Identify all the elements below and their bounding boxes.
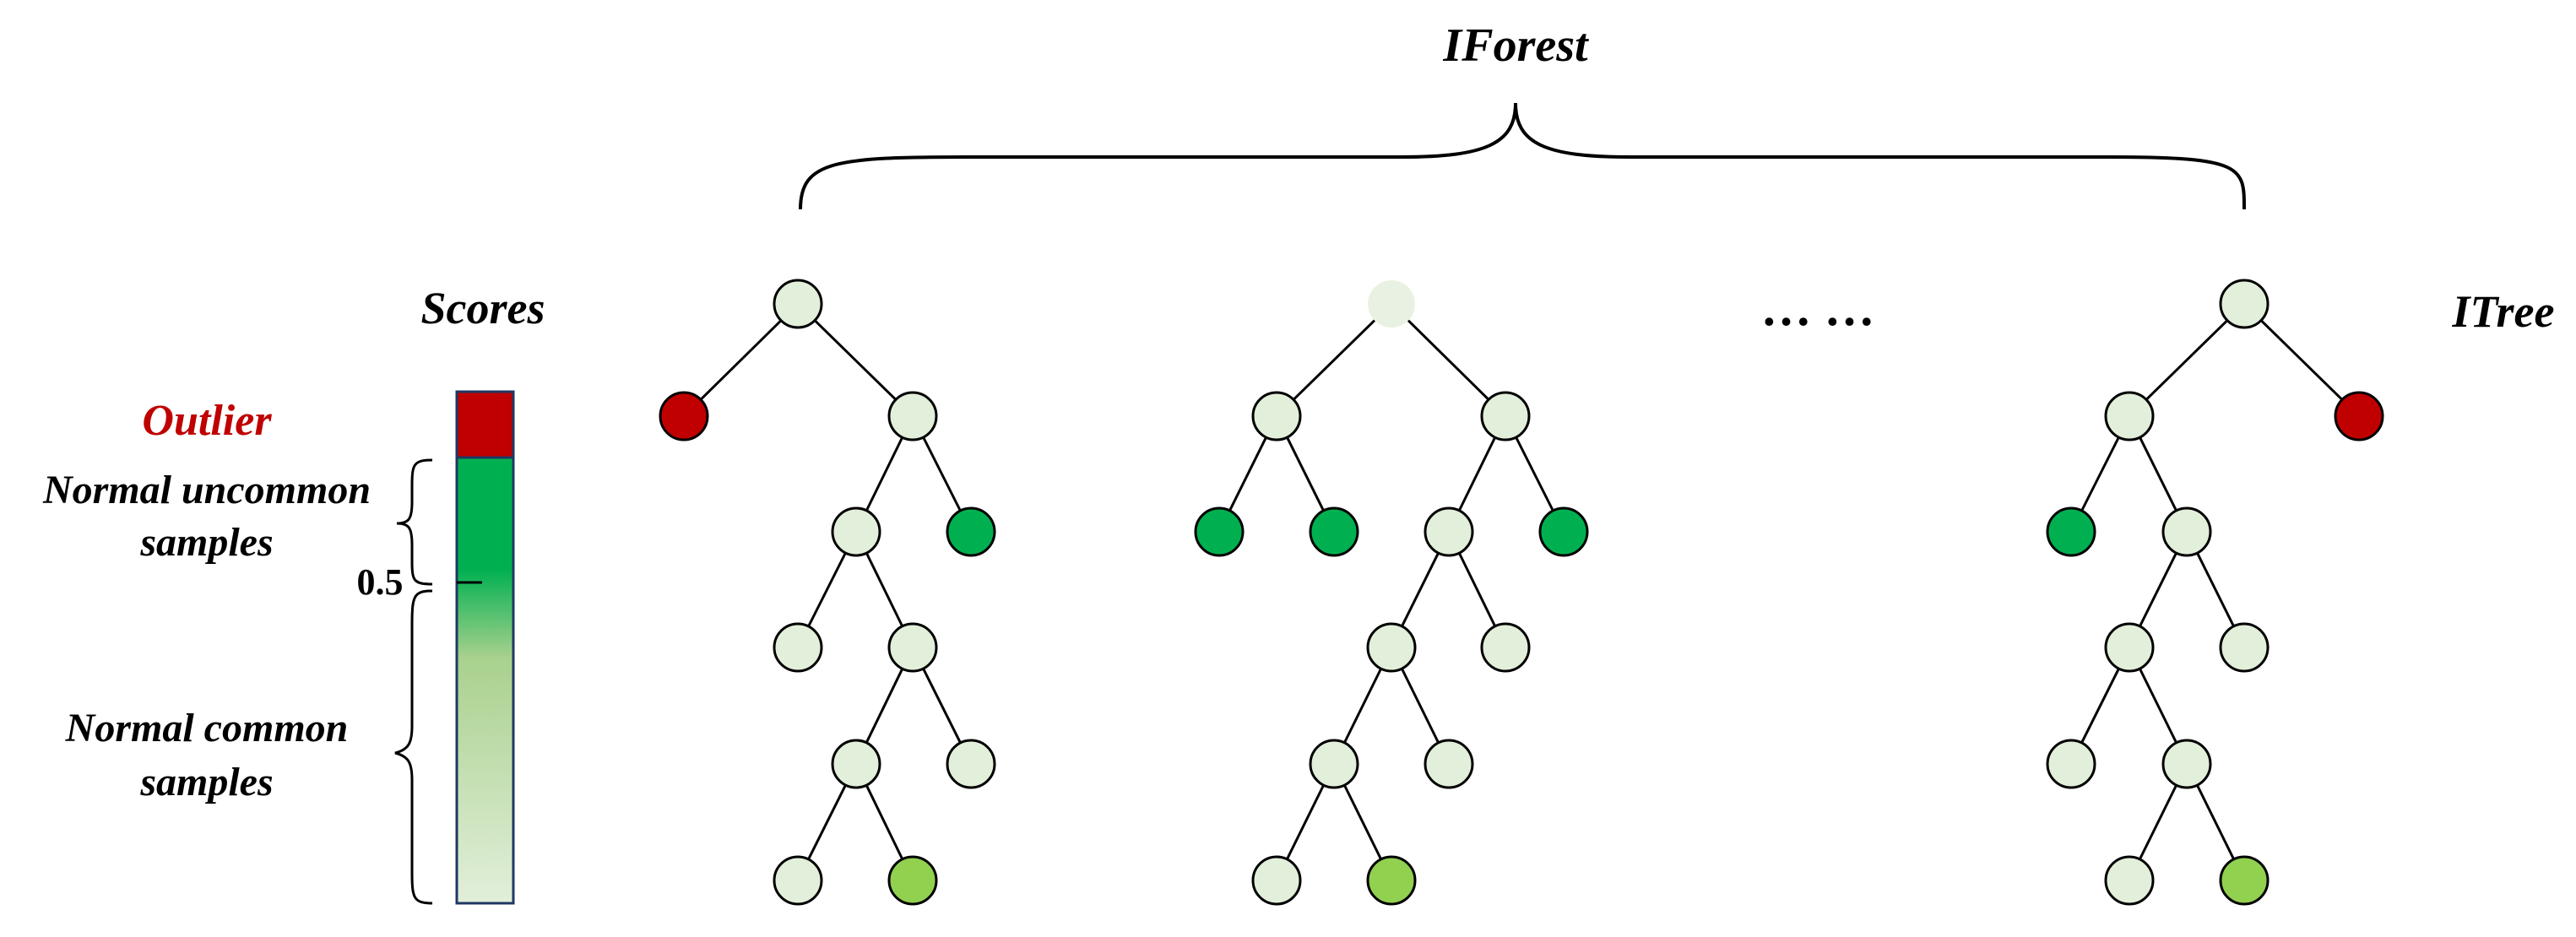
tree-edge: [922, 668, 962, 744]
tree-edge: [1343, 668, 1382, 744]
tree-3: [2046, 279, 2384, 906]
tree-node-normal: [946, 739, 996, 789]
tree-edge: [2139, 436, 2177, 512]
tree-node-normal: [2219, 279, 2270, 329]
tree-edge: [1457, 552, 1497, 627]
tree-edge: [2139, 784, 2177, 860]
tree-node-outlier: [2334, 391, 2384, 441]
tree-edge: [2139, 552, 2177, 627]
tree-edge: [1292, 319, 1376, 401]
tree-edge: [1401, 668, 1440, 744]
tree-node-normal: [1309, 739, 1359, 789]
outlier-label: Outlier: [142, 397, 272, 445]
tree-edge: [1407, 319, 1490, 401]
tree-edge: [813, 319, 898, 401]
tree-edge: [807, 552, 847, 627]
tree-node-normal: [2104, 855, 2155, 906]
score-gradient-bar: [455, 456, 515, 905]
tree-node-mild: [1366, 855, 1417, 906]
threshold-label: 0.5: [357, 561, 404, 603]
tree-edge: [865, 436, 904, 512]
tree-node-anomalous: [1309, 506, 1359, 557]
uncommon-label-line1: Normal uncommon: [42, 468, 371, 512]
tree-node-normal: [1424, 739, 1474, 789]
tree-edge: [1343, 784, 1382, 860]
scores-label: Scores: [421, 283, 545, 333]
tree-node-normal: [2046, 739, 2096, 789]
tree-node-anomalous: [1194, 506, 1245, 557]
tree-1: [659, 279, 996, 906]
tree-node-normal: [831, 739, 881, 789]
tree-node-normal: [1251, 391, 1302, 441]
tree-edge: [1401, 552, 1440, 627]
isolation-trees: [659, 279, 2384, 906]
tree-node-mild: [2219, 855, 2270, 906]
common-label-line1: Normal common: [65, 706, 349, 750]
tree-edge: [2196, 552, 2235, 627]
tree-node-normal: [2161, 506, 2212, 557]
tree-edge: [865, 784, 904, 860]
tree-2: [1194, 280, 1589, 906]
tree-node-normal: [2161, 739, 2212, 789]
tree-node-normal: [2219, 622, 2270, 673]
tree-node-normal: [887, 391, 938, 441]
trees-ellipsis: … …: [1761, 280, 1875, 336]
tree-node-normal: [773, 855, 823, 906]
tree-edge: [1515, 436, 1554, 512]
tree-node-normal: [1366, 622, 1417, 673]
tree-edge: [2259, 319, 2344, 401]
uncommon-brace: [396, 458, 433, 586]
tree-edge: [2139, 668, 2177, 744]
tree-node-faded-root: [1368, 280, 1415, 328]
tree-node-normal: [773, 279, 823, 329]
tree-node-normal: [831, 506, 881, 557]
iforest-title: IForest: [1442, 19, 1589, 72]
tree-edge: [2145, 319, 2229, 401]
tree-edge: [922, 436, 962, 512]
tree-edge: [1457, 436, 1497, 512]
tree-node-normal: [2104, 391, 2155, 441]
tree-edge: [2080, 436, 2120, 512]
tree-node-outlier: [659, 391, 709, 441]
tree-edge: [1286, 784, 1325, 860]
tree-edge: [807, 784, 847, 860]
common-label-line2: samples: [139, 760, 273, 804]
tree-node-anomalous: [1538, 506, 1589, 557]
tree-node-normal: [1424, 506, 1474, 557]
tree-edge: [2196, 784, 2235, 860]
tree-edge: [865, 668, 904, 744]
tree-edge: [1228, 436, 1267, 512]
tree-edge: [865, 552, 904, 627]
outlier-segment: [455, 390, 515, 459]
tree-edge: [1286, 436, 1325, 512]
tree-node-anomalous: [2046, 506, 2096, 557]
tree-node-mild: [887, 855, 938, 906]
itree-label: ITree: [2452, 286, 2555, 337]
tree-node-normal: [887, 622, 938, 673]
tree-edge: [699, 319, 783, 401]
uncommon-label-line2: samples: [139, 520, 273, 565]
tree-edge: [2080, 668, 2120, 744]
tree-node-normal: [773, 622, 823, 673]
tree-node-normal: [1480, 622, 1531, 673]
tree-node-anomalous: [946, 506, 996, 557]
common-brace: [394, 589, 433, 905]
forest-brace: [799, 102, 2246, 210]
tree-node-normal: [2104, 622, 2155, 673]
tree-node-normal: [1480, 391, 1531, 441]
tree-node-normal: [1251, 855, 1302, 906]
